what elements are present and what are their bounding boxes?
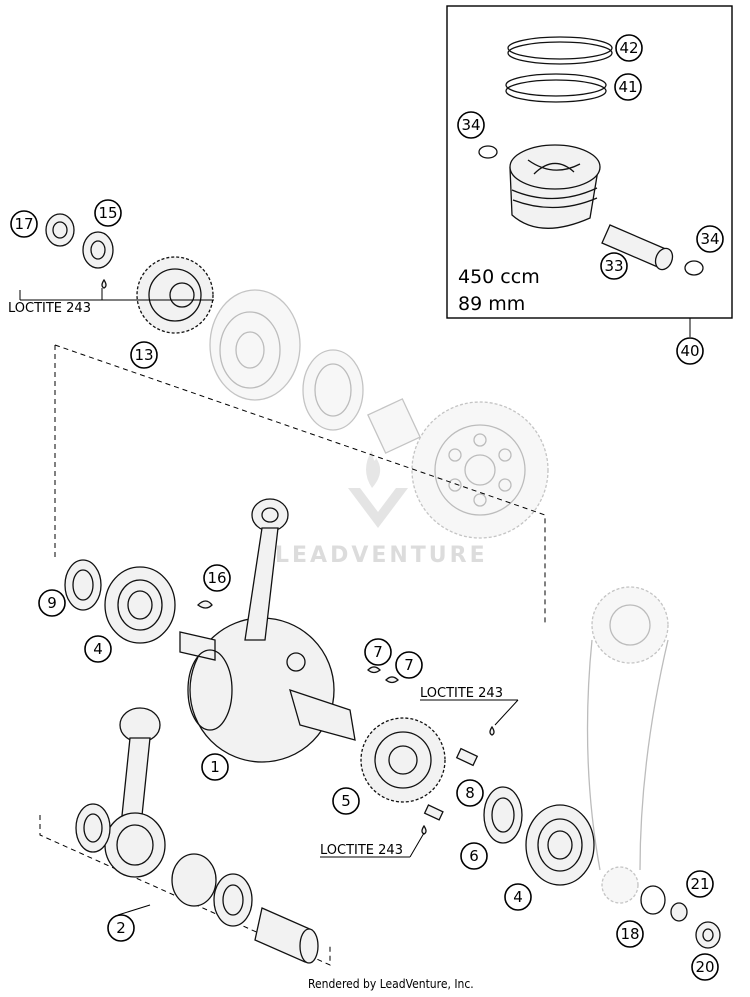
bore-text: 89 mm [458,293,525,315]
svg-text:8: 8 [465,784,475,802]
svg-text:34: 34 [461,116,480,134]
svg-text:7: 7 [373,643,383,661]
connecting-rod [244,498,289,641]
bearing-4-left [104,566,176,644]
bearing-4-right [525,804,595,886]
conrod-kit-2 [75,707,319,964]
svg-text:13: 13 [134,346,153,364]
svg-text:7: 7 [404,656,414,674]
gear-13 [136,256,214,334]
svg-text:17: 17 [14,215,33,233]
svg-text:18: 18 [620,925,639,943]
svg-text:6: 6 [469,847,479,865]
callout-7: 7 [395,651,423,679]
bolt-8 [423,747,479,821]
washer-6 [483,786,523,844]
svg-text:4: 4 [93,640,103,658]
timing-chain-assembly [586,586,669,904]
loctite-drop-right [489,725,495,736]
callout-9: 9 [38,589,66,617]
piston [509,144,601,229]
woodruff-key-7b [385,676,399,684]
svg-text:9: 9 [47,594,57,612]
svg-text:2: 2 [116,919,126,937]
bearing-17 [45,213,75,247]
svg-text:16: 16 [207,569,226,587]
piston-pin [601,224,674,271]
svg-text:1: 1 [210,758,220,776]
piston-ring-lower [505,73,607,97]
callout-1: 1 [201,753,229,781]
piston-pin-clip-left [478,145,498,159]
callout-5: 5 [332,787,360,815]
callout-16: 16 [203,564,231,592]
woodruff-key-7a [367,666,381,674]
loctite-drop-bottom [421,824,427,835]
alignment-frame [39,344,546,966]
svg-text:41: 41 [618,78,637,96]
seal-9 [64,559,102,611]
primary-gear-5 [360,717,446,803]
watermark-text: LEADVENTURE [275,543,488,568]
callout-13: 13 [130,341,158,369]
woodruff-key-16 [197,600,213,609]
circlip-18 [640,885,666,915]
callout-41: 41 [614,73,642,101]
callout-34: 34 [457,111,485,139]
callout-4: 4 [84,635,112,663]
callout-17: 17 [10,210,38,238]
balancer-shaft-housing [209,289,301,401]
nut-15 [82,231,114,269]
freewheel-ring [302,349,364,431]
callout-4: 4 [504,883,532,911]
callout-18: 18 [616,920,644,948]
footer-credit: Rendered by LeadVenture, Inc. [308,977,474,991]
svg-text:4: 4 [513,888,523,906]
svg-text:5: 5 [341,792,351,810]
starter-gear-large [411,401,549,539]
callout-42: 42 [615,34,643,62]
washer-21 [670,902,688,922]
svg-text:20: 20 [695,958,714,976]
loctite-note-right: LOCTITE 243 [420,686,503,701]
callout-34: 34 [696,225,724,253]
piston-kit-box: 450 ccm 89 mm [446,5,733,337]
callout-2: 2 [107,914,135,942]
svg-text:21: 21 [690,875,709,893]
callout-15: 15 [94,199,122,227]
svg-text:15: 15 [98,204,117,222]
svg-text:42: 42 [619,39,638,57]
watermark: LEADVENTURE [275,450,488,568]
loctite-note-top: LOCTITE 243 [8,301,91,316]
callout-6: 6 [460,842,488,870]
callout-7: 7 [364,638,392,666]
svg-text:40: 40 [680,342,699,360]
callout-20: 20 [691,953,719,981]
nut-20 [695,921,721,949]
crankshaft-1 [179,617,356,763]
piston-ring-upper [507,36,613,60]
leader-lines [19,288,519,938]
loctite-note-bottom: LOCTITE 243 [320,843,403,858]
displacement-text: 450 ccm [458,266,540,288]
callout-8: 8 [456,779,484,807]
callout-40: 40 [676,337,704,365]
loctite-drop-top [101,278,107,289]
piston-pin-clip-right [684,260,704,276]
callout-33: 33 [600,252,628,280]
background-parts [209,289,669,904]
svg-text:33: 33 [604,257,623,275]
svg-text:34: 34 [700,230,719,248]
callout-21: 21 [686,870,714,898]
needle-bearing-ghost [367,398,421,454]
